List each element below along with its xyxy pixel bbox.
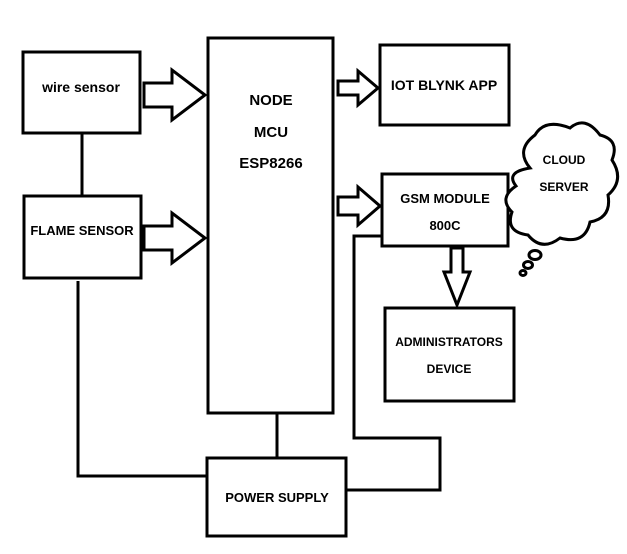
arrow-mcu-to-gsm [336,183,383,229]
blynk-block [378,43,511,127]
admin-label-line2: DEVICE [427,362,472,376]
power-block [205,456,348,538]
power-supply-label: POWER SUPPLY [225,490,329,505]
flame-sensor-to-power-line [76,281,207,478]
cloud-shape [504,121,620,246]
arrow-wire-to-mcu [142,66,208,124]
admin-label-line1: ADMINISTRATORS [395,335,503,349]
blynk-label: IOT BLYNK APP [391,77,497,93]
thought-bubble-large [527,249,543,261]
flame-sensor-label: FLAME SENSOR [30,223,134,238]
admin-block [383,306,516,403]
mcu-label-line2: MCU [254,124,288,141]
wire-sensor-block [21,50,142,135]
wire-sensor-label: wire sensor [41,79,120,95]
power-to-gsm-line [346,234,442,492]
gsm-label-line1: GSM MODULE [400,191,490,206]
flame-sensor-block [22,194,143,280]
thought-bubble-small [518,269,528,277]
arrow-flame-to-mcu [142,209,208,267]
mcu-label-line3: ESP8266 [239,155,302,172]
mcu-block [206,36,335,415]
arrow-mcu-to-blynk [336,67,381,109]
mcu-label-line1: NODE [249,92,292,109]
gsm-block [380,172,510,248]
cloud-label-line1: CLOUD [543,153,586,167]
thought-bubble-medium [522,260,534,270]
gsm-label-line2: 800C [429,218,461,233]
arrow-gsm-to-admin [441,246,473,310]
cloud-label-line2: SERVER [539,180,588,194]
